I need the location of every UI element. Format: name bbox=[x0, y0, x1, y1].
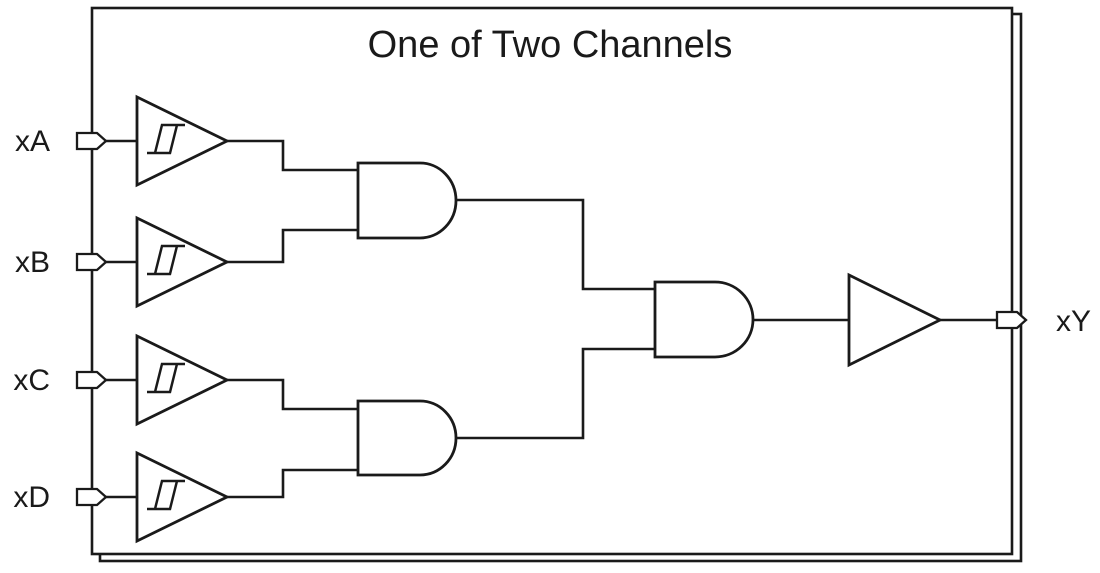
schmitt-buffer-xd bbox=[135, 450, 231, 544]
wire-and-cd-to-and-final bbox=[456, 347, 655, 440]
channel-box-front bbox=[90, 6, 1014, 556]
and-gate-final bbox=[653, 280, 755, 359]
input-pin-xd bbox=[75, 487, 108, 507]
and-gate-ab bbox=[356, 161, 458, 240]
output-pin-xy bbox=[995, 310, 1028, 330]
input-label-xb: xB bbox=[15, 246, 50, 279]
and-gate-cd bbox=[356, 399, 458, 477]
wire-buffer-xa-to-and-ab bbox=[227, 139, 358, 172]
schmitt-buffer-xb bbox=[135, 215, 231, 309]
wire-and-ab-to-and-final bbox=[456, 198, 655, 291]
buffer-triangle-icon bbox=[135, 333, 231, 427]
wire-buffer-xc-to-and-cd bbox=[227, 378, 358, 411]
input-label-xc: xC bbox=[13, 364, 50, 397]
wire-buffer-xd-to-and-cd bbox=[227, 468, 358, 499]
hysteresis-icon bbox=[147, 244, 185, 276]
input-label-xa: xA bbox=[15, 125, 50, 158]
buffer-triangle-icon bbox=[135, 450, 231, 544]
schmitt-buffer-xc bbox=[135, 333, 231, 427]
buffer-triangle-icon bbox=[135, 215, 231, 309]
buffer-triangle-icon bbox=[135, 94, 231, 188]
input-pin-xc bbox=[75, 370, 108, 390]
hysteresis-icon bbox=[147, 123, 185, 155]
schmitt-buffer-xa bbox=[135, 94, 231, 188]
input-label-xd: xD bbox=[13, 481, 50, 514]
output-label-xy: xY bbox=[1056, 305, 1091, 338]
hysteresis-icon bbox=[147, 362, 185, 394]
output-buffer bbox=[847, 272, 944, 368]
hysteresis-icon bbox=[147, 479, 185, 511]
input-pin-xa bbox=[75, 131, 108, 151]
diagram-title: One of Two Channels bbox=[368, 24, 733, 66]
input-pin-xb bbox=[75, 252, 108, 272]
wire-buffer-xb-to-and-ab bbox=[227, 228, 358, 264]
